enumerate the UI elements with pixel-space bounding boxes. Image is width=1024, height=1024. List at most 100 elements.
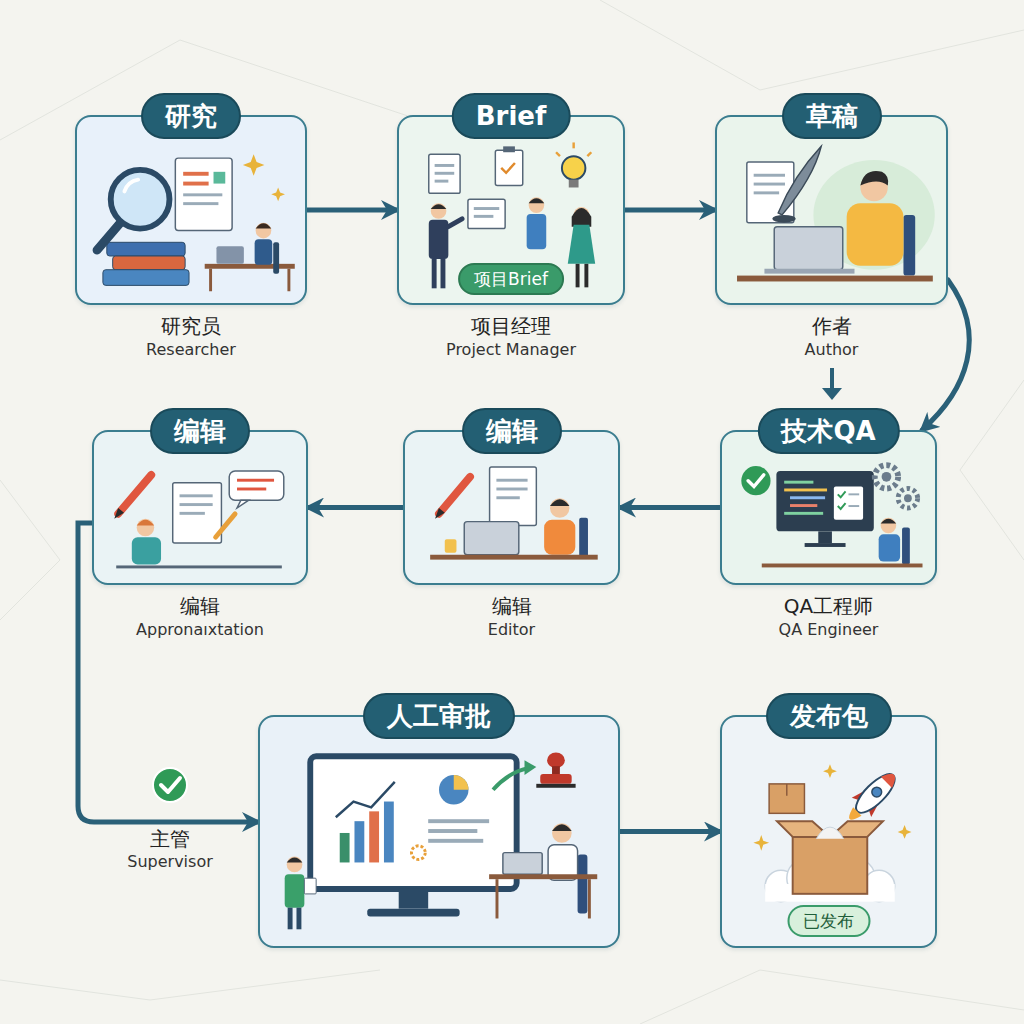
code-monitor-part <box>776 471 873 531</box>
sparkles <box>753 764 911 850</box>
document-quill-part <box>754 183 785 186</box>
document-part <box>496 488 527 491</box>
gears-part <box>882 472 892 482</box>
small-box <box>769 784 804 813</box>
dashboard-monitor-part <box>354 821 364 862</box>
label-text: Appronaıxtation <box>136 620 264 639</box>
label-text: 项目经理 <box>471 314 551 338</box>
annotation-text: 主管 <box>150 827 190 851</box>
editor-at-laptop-part <box>544 520 575 555</box>
author-at-laptop-part <box>847 203 904 266</box>
qa-illustration <box>722 432 935 583</box>
documents-part <box>468 199 505 228</box>
dashboard-monitor-part <box>454 775 469 790</box>
header-pill: 发布包 <box>766 693 892 739</box>
books-part <box>113 256 185 270</box>
document-part <box>183 202 218 205</box>
document-part <box>490 467 537 525</box>
reviewer-at-desk <box>489 823 597 918</box>
sparkles-part <box>753 835 769 851</box>
pencil-part <box>439 477 470 514</box>
role-label-en: Appronaıxtation <box>54 620 346 639</box>
team-member <box>527 197 547 249</box>
approval-check-part <box>161 778 180 792</box>
manager-figure <box>429 203 462 288</box>
small-pencil <box>216 514 235 537</box>
pencil-part <box>114 508 124 519</box>
stamp-part <box>540 774 571 784</box>
documents-part <box>501 163 515 173</box>
qa-engineer-part <box>881 518 897 534</box>
header-pill: 人工审批 <box>363 693 515 739</box>
status-pill: 项目Brief <box>458 263 564 295</box>
editor-at-laptop-part <box>550 498 569 517</box>
annotation-text: Supervisor <box>127 852 213 871</box>
sparkles-part <box>271 187 285 201</box>
role-label: 编辑 <box>54 593 346 620</box>
label-text: 作者 <box>812 314 852 338</box>
editor-figure-part <box>132 537 161 564</box>
dashboard-monitor-part <box>340 833 350 862</box>
small-pencil-part <box>216 514 235 537</box>
dashboard-monitor-part <box>428 839 483 843</box>
approval-arrow <box>493 760 536 789</box>
document-part <box>183 193 222 196</box>
presenter-figure-part <box>287 857 303 873</box>
stage-box: Brief项目Brief项目经理Project Manager <box>397 115 625 305</box>
researcher-at-desk-part <box>209 269 212 292</box>
researcher-at-desk-part <box>256 223 272 228</box>
header-text: 发布包 <box>790 701 868 731</box>
header-text: 草稿 <box>806 101 858 131</box>
team-member-part <box>527 214 547 249</box>
comment-bubble <box>229 471 284 508</box>
presenter-figure-part <box>304 878 316 894</box>
small-box-part <box>769 784 804 813</box>
team-member-part <box>572 208 592 227</box>
documents <box>429 146 523 228</box>
qa-engineer-part <box>881 519 897 524</box>
header-text: 编辑 <box>486 416 538 446</box>
sparkles-part <box>243 154 265 176</box>
editor-illustration <box>94 432 306 583</box>
dashboard-monitor-part <box>411 846 425 860</box>
code-monitor-part <box>784 512 823 515</box>
documents-part <box>435 164 455 167</box>
author-at-laptop-part <box>774 227 843 270</box>
open-box-part <box>816 827 843 839</box>
label-text: Author <box>805 340 859 359</box>
editor-at-laptop-part <box>579 518 588 559</box>
reviewer-at-desk-part <box>588 879 591 918</box>
header-pill: 编辑 <box>150 408 250 454</box>
researcher-at-desk-part <box>287 269 290 292</box>
reviewer-at-desk-part <box>496 879 499 918</box>
dashboard-monitor-part <box>384 802 394 863</box>
code-monitor <box>776 471 873 547</box>
presenter-figure <box>285 857 316 930</box>
label-text: Editor <box>488 620 535 639</box>
stage-box: 编辑编辑Editor <box>403 430 620 585</box>
reviewer-at-desk-part <box>503 853 542 875</box>
presenter-figure-part <box>285 874 305 907</box>
approval-illustration <box>260 717 618 946</box>
editor-at-laptop-part <box>550 499 569 506</box>
documents-part <box>474 215 494 218</box>
dashboard-monitor-part <box>369 811 379 862</box>
document-quill-part <box>754 191 779 194</box>
author-at-laptop-part <box>764 269 854 274</box>
small-box-part <box>786 784 787 796</box>
document-part <box>180 494 213 497</box>
flow-arrow <box>620 505 720 510</box>
dashboard-monitor-part <box>428 829 477 833</box>
gears-part <box>904 494 912 502</box>
sparkles-part <box>898 825 912 839</box>
code-monitor-part <box>834 487 863 520</box>
rocket-part <box>850 768 900 818</box>
lightbulb-part <box>556 152 560 156</box>
documents-part <box>495 150 522 185</box>
manager-figure-part <box>431 203 447 219</box>
document-quill-part <box>772 215 795 223</box>
code-monitor-part <box>790 504 817 507</box>
